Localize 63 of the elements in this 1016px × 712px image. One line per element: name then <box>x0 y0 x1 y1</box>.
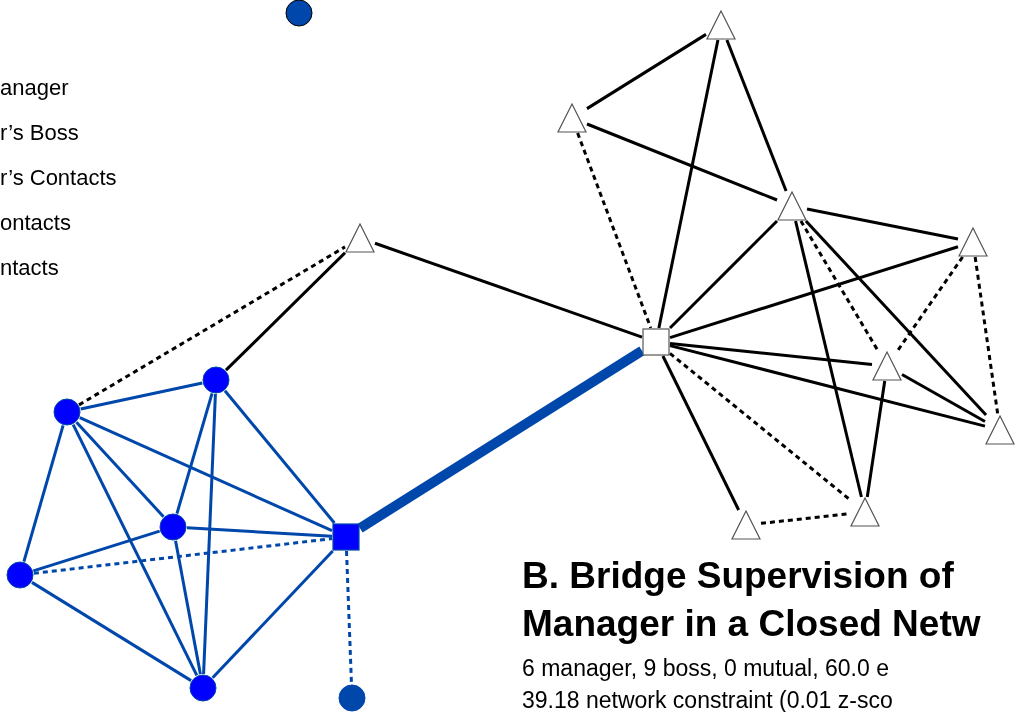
connector-line <box>345 550 353 685</box>
connector-line <box>669 245 959 339</box>
legend-text: ontacts <box>0 209 72 237</box>
circle-node <box>159 513 187 541</box>
panel-title: B. Bridge Supervision of Manager in a Closed Netw <box>522 554 982 646</box>
triangle-node <box>872 351 902 381</box>
connector-line <box>223 389 336 524</box>
connector-line <box>211 549 334 679</box>
connector-line <box>794 220 863 498</box>
connector-line <box>31 581 192 682</box>
connector-line <box>71 423 199 677</box>
connector-line <box>202 393 217 675</box>
connector-line <box>80 381 203 411</box>
triangle-node <box>706 10 736 40</box>
legend-text: ntacts <box>0 254 60 282</box>
connector-line <box>669 344 986 428</box>
connector-line <box>901 373 986 423</box>
square-node <box>332 523 360 551</box>
connector-line <box>804 220 988 416</box>
connector-line <box>224 251 347 372</box>
connector-line <box>657 39 720 329</box>
triangle-node <box>777 191 807 221</box>
connector-line <box>33 537 333 575</box>
connector-line <box>799 220 880 352</box>
connector-line <box>75 421 165 518</box>
statistics-text: 39.18 network constraint (0.01 z-sco <box>522 686 893 712</box>
connector-line <box>374 241 643 339</box>
triangle-node <box>557 103 587 133</box>
connector-line <box>357 346 645 533</box>
connector-line <box>22 425 65 562</box>
triangle-node <box>985 415 1015 445</box>
connector-line <box>576 132 653 329</box>
connector-line <box>896 256 964 352</box>
triangle-node <box>958 227 988 257</box>
square-node <box>642 328 670 356</box>
connector-line <box>79 416 333 533</box>
circle-node <box>338 684 366 712</box>
circle-node <box>53 398 81 426</box>
legend-text: anager <box>0 74 70 102</box>
triangle-node <box>850 497 880 527</box>
connector-line <box>586 122 778 202</box>
statistics-text: 6 manager, 9 boss, 0 mutual, 60.0 e <box>522 654 890 683</box>
connector-line <box>586 33 707 110</box>
circle-node <box>6 561 34 589</box>
legend-text: r’s Boss <box>0 119 80 147</box>
connector-line <box>186 526 333 538</box>
connector-line <box>806 207 959 241</box>
triangle-node <box>731 510 761 540</box>
triangle-node <box>345 223 375 253</box>
connector-line <box>725 39 788 192</box>
connector-line <box>669 341 873 366</box>
connector-line <box>78 245 346 407</box>
legend-text: r’s Contacts <box>0 164 117 192</box>
connector-line <box>668 219 779 330</box>
connector-line <box>669 352 851 501</box>
circle-node <box>189 674 217 702</box>
connector-line <box>661 355 740 511</box>
connector-line <box>174 540 202 675</box>
connector-line <box>865 380 887 498</box>
connector-line <box>32 529 161 573</box>
connector-line <box>973 256 1000 416</box>
connector-line <box>175 393 214 514</box>
circle-node <box>202 366 230 394</box>
